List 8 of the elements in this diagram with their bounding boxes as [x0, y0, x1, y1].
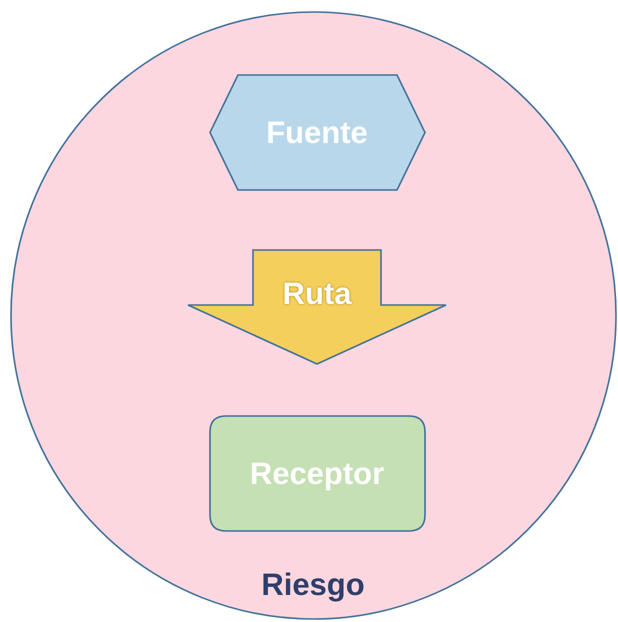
source-hexagon: [210, 75, 425, 190]
pathway-block-arrow: [188, 250, 446, 364]
node-label: Receptor: [250, 456, 384, 492]
receptor-box: [210, 416, 425, 531]
risk-circle: [11, 12, 616, 619]
node-label: Riesgo: [261, 567, 365, 603]
node-label: Fuente: [266, 115, 368, 151]
node-label: Ruta: [282, 276, 352, 312]
